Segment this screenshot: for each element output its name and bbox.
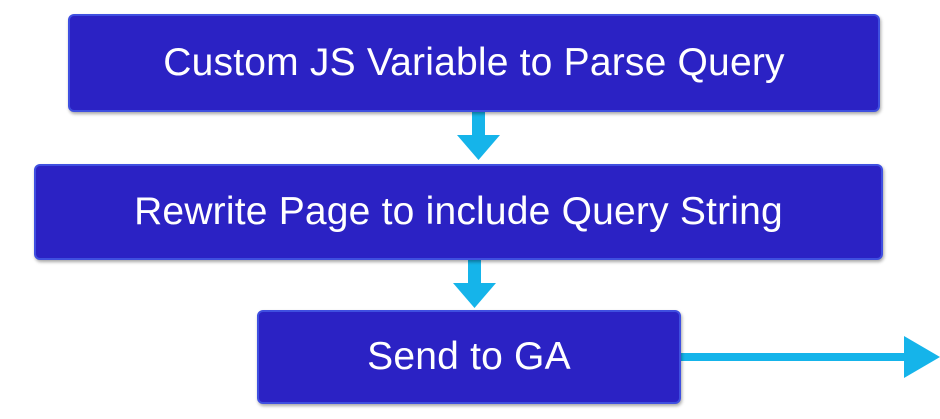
step-label: Send to GA	[367, 335, 571, 378]
step-label: Rewrite Page to include Query String	[134, 190, 783, 233]
right-arrow-out	[681, 336, 940, 378]
down-arrow-2	[453, 260, 496, 308]
step-box-send-to-ga: Send to GA	[257, 310, 681, 404]
step-label: Custom JS Variable to Parse Query	[163, 41, 785, 84]
down-arrow-1	[457, 112, 500, 160]
step-box-parse-query: Custom JS Variable to Parse Query	[68, 14, 880, 112]
step-box-rewrite-page: Rewrite Page to include Query String	[34, 164, 883, 260]
